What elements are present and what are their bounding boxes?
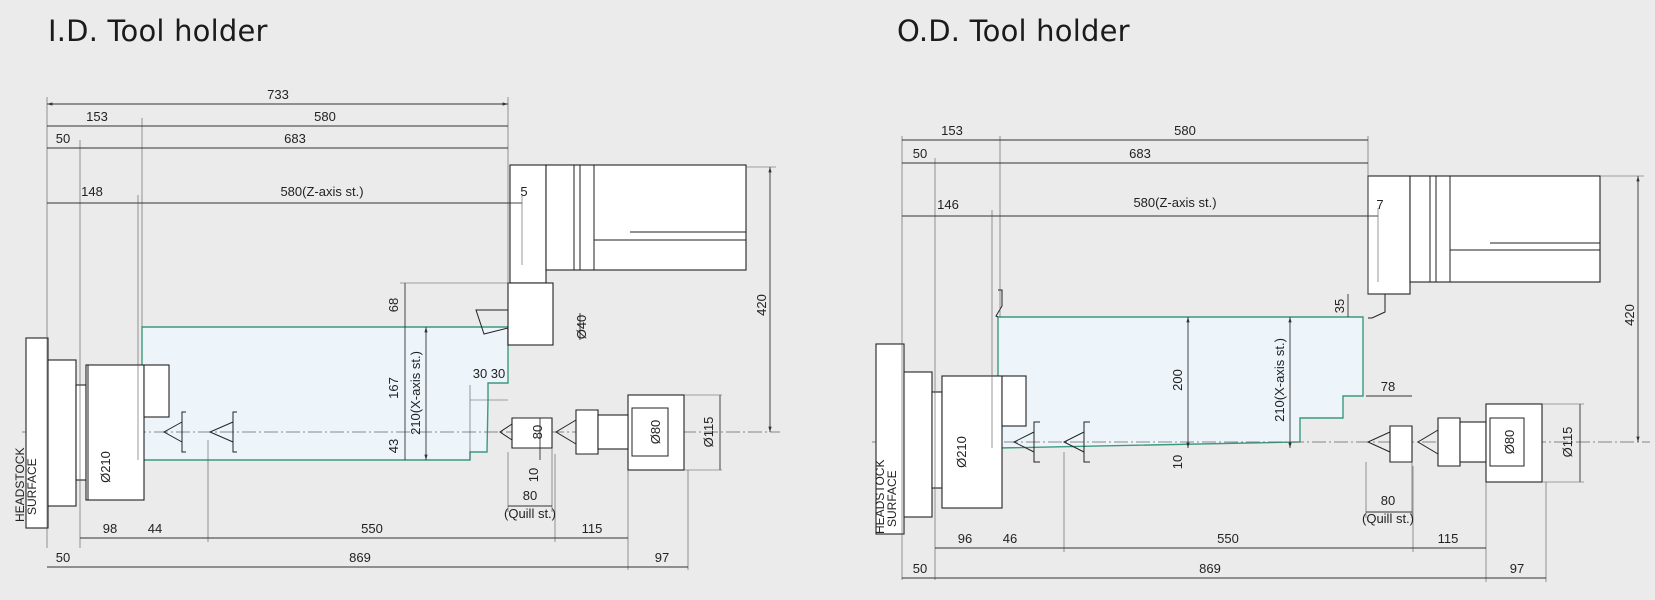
id-dim-50-bottom: 50 — [56, 550, 70, 565]
id-center-1 — [162, 411, 186, 453]
id-quill-right — [575, 409, 599, 455]
od-dim-d115: Ø115 — [1560, 427, 1575, 458]
id-chuck-jaw — [143, 364, 170, 418]
id-dim-30b: 30 — [491, 366, 505, 381]
od-quill-80: 80 — [1381, 493, 1395, 508]
od-tool-holder-title: O.D. Tool holder — [897, 14, 1130, 48]
id-headstock-label-1: HEADSTOCK — [13, 448, 27, 522]
od-headstock-label-1: HEADSTOCK — [873, 460, 887, 534]
id-dim-420: 420 — [754, 294, 769, 316]
od-dim-96: 96 — [958, 531, 972, 546]
id-z-axis-stroke: 580(Z-axis st.) — [280, 184, 363, 199]
od-center-1 — [1012, 421, 1040, 463]
id-dim-30a: 30 — [473, 366, 487, 381]
id-quill-stroke: (Quill st.) — [504, 506, 556, 521]
od-dim-78: 78 — [1381, 379, 1395, 394]
od-z-axis-stroke: 580(Z-axis st.) — [1133, 195, 1216, 210]
id-headstock-ring — [75, 384, 87, 481]
od-dim-50-bottom: 50 — [913, 561, 927, 576]
id-dim-115: 115 — [582, 521, 603, 536]
id-dim-44: 44 — [148, 521, 162, 536]
od-turret-body — [1409, 175, 1601, 283]
od-dim-50-top: 50 — [913, 146, 927, 161]
id-dim-10: 10 — [526, 468, 541, 482]
od-quill-stroke: (Quill st.) — [1362, 511, 1414, 526]
id-dim-683: 683 — [284, 131, 306, 146]
od-dim-d80: Ø80 — [1502, 430, 1517, 455]
od-chuck — [941, 375, 1003, 509]
id-x-axis-stroke: 210(X-axis st.) — [408, 351, 423, 435]
od-machining-zone — [997, 316, 1364, 449]
id-dim-97: 97 — [655, 550, 669, 565]
id-dim-580: 580 — [314, 109, 336, 124]
id-turret-body — [545, 164, 747, 271]
id-machining-zone — [141, 326, 509, 461]
id-dim-550: 550 — [361, 521, 383, 536]
id-dim-5: 5 — [520, 184, 527, 199]
od-dim-115: 115 — [1438, 531, 1459, 546]
od-center-2 — [1062, 421, 1090, 463]
id-drawing — [22, 97, 780, 570]
id-dim-d115: Ø115 — [701, 417, 716, 448]
id-headstock-label-2: SURFACE — [25, 458, 39, 515]
id-dim-68: 68 — [386, 298, 401, 312]
od-dim-200: 200 — [1170, 369, 1185, 391]
od-tailstock — [1485, 403, 1543, 483]
id-dim-d80: Ø80 — [648, 420, 663, 445]
od-drawing — [872, 136, 1650, 582]
id-dim-153: 153 — [86, 109, 108, 124]
od-dim-d210: Ø210 — [954, 436, 969, 468]
od-dim-683: 683 — [1129, 146, 1151, 161]
id-headstock-body — [47, 359, 77, 507]
od-x-axis-stroke: 210(X-axis st.) — [1272, 338, 1287, 422]
id-dim-733: 733 — [267, 87, 289, 102]
id-tool-block — [507, 282, 554, 346]
od-dim-153: 153 — [941, 123, 963, 138]
od-headstock-label-2: SURFACE — [885, 470, 899, 527]
id-dim-d210: Ø210 — [98, 451, 113, 483]
id-chuck — [85, 364, 145, 501]
od-dim-550: 550 — [1217, 531, 1239, 546]
id-quill-80: 80 — [523, 488, 537, 503]
od-quill-right — [1437, 417, 1461, 467]
od-dim-580: 580 — [1174, 123, 1196, 138]
od-dim-46: 46 — [1003, 531, 1017, 546]
od-dim-35: 35 — [1332, 299, 1347, 313]
id-dim-148: 148 — [81, 184, 103, 199]
id-dim-d40: Ø40 — [574, 315, 589, 340]
id-turret-upper — [509, 164, 547, 284]
id-tool-holder-title: I.D. Tool holder — [48, 14, 268, 48]
id-dim-50-top: 50 — [56, 131, 70, 146]
id-dim-43: 43 — [386, 439, 401, 453]
od-dim-10: 10 — [1170, 455, 1185, 469]
id-center-2 — [208, 411, 237, 453]
id-dim-167: 167 — [386, 377, 401, 399]
od-quill-left — [1389, 425, 1413, 463]
od-dim-146: 146 — [937, 197, 959, 212]
od-dim-7: 7 — [1376, 197, 1383, 212]
od-dim-869: 869 — [1199, 561, 1221, 576]
od-turret-upper — [1367, 175, 1411, 295]
id-dim-80v: 80 — [530, 425, 545, 439]
od-dim-420: 420 — [1622, 304, 1637, 326]
od-tool-block — [1368, 293, 1386, 319]
id-dim-869: 869 — [349, 550, 371, 565]
id-dim-98: 98 — [103, 521, 117, 536]
od-dim-97: 97 — [1510, 561, 1524, 576]
od-headstock-body — [903, 371, 933, 518]
